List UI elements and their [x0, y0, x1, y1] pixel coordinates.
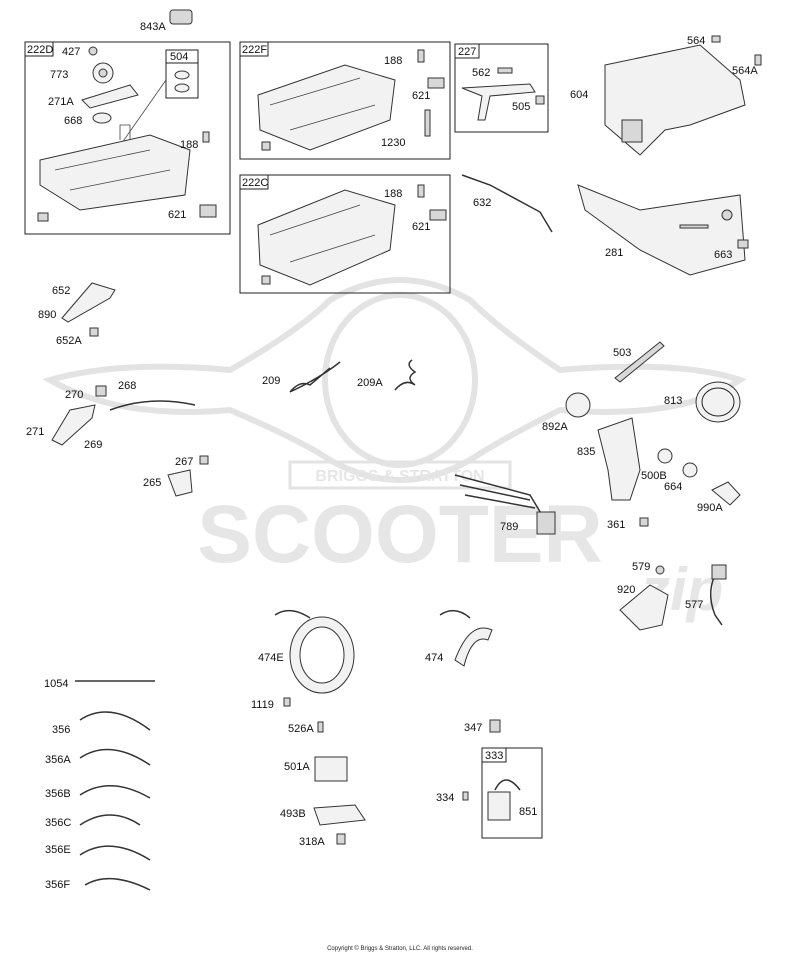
group-label-333: 333 [485, 750, 503, 762]
part-label-668: 668 [64, 115, 82, 127]
part-label-813: 813 [664, 395, 682, 407]
cover-604: 564 564A 604 [570, 35, 762, 156]
part-label-501A: 501A [284, 761, 310, 773]
part-label-347: 347 [464, 722, 482, 734]
watermark: BRIGGS & STRATTON SCOOTER zip [42, 277, 747, 623]
part-label-1054: 1054 [44, 678, 68, 690]
part-label-356: 356 [52, 724, 70, 736]
part-label-318A: 318A [299, 836, 325, 848]
part-label-892A: 892A [542, 421, 568, 433]
part-label-356B: 356B [45, 788, 71, 800]
part-label-526A: 526A [288, 723, 314, 735]
part-632-shape [461, 174, 553, 233]
group-333: 333 851 [481, 747, 543, 839]
part-label-493B: 493B [280, 808, 306, 820]
part-835-shape [597, 417, 641, 501]
part-label-474E: 474E [258, 652, 284, 664]
group-label-222C: 222C [242, 177, 268, 189]
part-label-334: 334 [436, 792, 454, 804]
part-label-271A: 271A [48, 96, 74, 108]
part-label-663: 663 [714, 249, 732, 261]
part-label-652A: 652A [56, 335, 82, 347]
part-label-356A: 356A [45, 754, 71, 766]
part-label-356C: 356C [45, 817, 71, 829]
part-label-209: 209 [262, 375, 280, 387]
part-209A-shape [394, 359, 417, 391]
part-label-851: 851 [519, 806, 537, 818]
part-label-632: 632 [473, 197, 491, 209]
part-label-773: 773 [50, 69, 68, 81]
group-label-504: 504 [170, 51, 188, 63]
part-label-361: 361 [607, 519, 625, 531]
group-label-227: 227 [458, 46, 476, 58]
part-label-577: 577 [685, 599, 703, 611]
part-label-843A: 843A [140, 21, 166, 33]
copyright: Copyright © Briggs & Stratton, LLC. All … [327, 945, 473, 952]
part-label-356E: 356E [45, 844, 71, 856]
part-label-427: 427 [62, 46, 80, 58]
group-222F: 222F 188 621 1230 [239, 41, 451, 160]
part-label-789: 789 [500, 521, 518, 533]
part-label-562: 562 [472, 67, 490, 79]
part-label-270: 270 [65, 389, 83, 401]
part-892A-shape [565, 392, 591, 418]
part-label-652: 652 [52, 285, 70, 297]
group-222D: 222D 427 773 271A 668 504 188 621 [24, 41, 231, 235]
part-label-188-b: 188 [384, 55, 402, 67]
part-label-604: 604 [570, 89, 588, 101]
watermark-brand: BRIGGS & STRATTON [315, 468, 484, 485]
part-label-835: 835 [577, 446, 595, 458]
part-label-188-c: 188 [384, 188, 402, 200]
part-label-890: 890 [38, 309, 56, 321]
part-label-621-a: 621 [168, 209, 186, 221]
part-209-shape [289, 361, 341, 393]
part-label-271: 271 [26, 426, 44, 438]
part-843A-shape [169, 9, 193, 25]
part-label-281: 281 [605, 247, 623, 259]
part-503-shape [614, 341, 665, 383]
part-label-265: 265 [143, 477, 161, 489]
part-label-500B: 500B [641, 470, 667, 482]
group-222C: 222C 188 621 [239, 174, 451, 294]
part-label-621-c: 621 [412, 221, 430, 233]
part-474E-shape [274, 609, 355, 694]
part-label-474: 474 [425, 652, 443, 664]
part-label-505: 505 [512, 101, 530, 113]
part-label-267: 267 [175, 456, 193, 468]
group-label-222D: 222D [27, 44, 53, 56]
part-label-564A: 564A [732, 65, 758, 77]
part-label-503: 503 [613, 347, 631, 359]
part-label-188-a: 188 [180, 139, 198, 151]
part-474-shape [454, 627, 493, 667]
part-label-564: 564 [687, 35, 705, 47]
part-label-990A: 990A [697, 502, 723, 514]
part-label-579: 579 [632, 561, 650, 573]
part-label-1230: 1230 [381, 137, 405, 149]
group-227: 227 562 505 [454, 43, 549, 133]
part-label-268: 268 [118, 380, 136, 392]
part-label-269: 269 [84, 439, 102, 451]
group-label-222F: 222F [242, 44, 267, 56]
part-label-621-b: 621 [412, 90, 430, 102]
part-label-664: 664 [664, 481, 682, 493]
shroud-281: 281 663 [577, 184, 749, 276]
part-label-920: 920 [617, 584, 635, 596]
part-label-356F: 356F [45, 879, 70, 891]
part-label-1119: 1119 [251, 699, 274, 711]
part-label-209A: 209A [357, 377, 383, 389]
part-501A-shape [314, 756, 348, 782]
